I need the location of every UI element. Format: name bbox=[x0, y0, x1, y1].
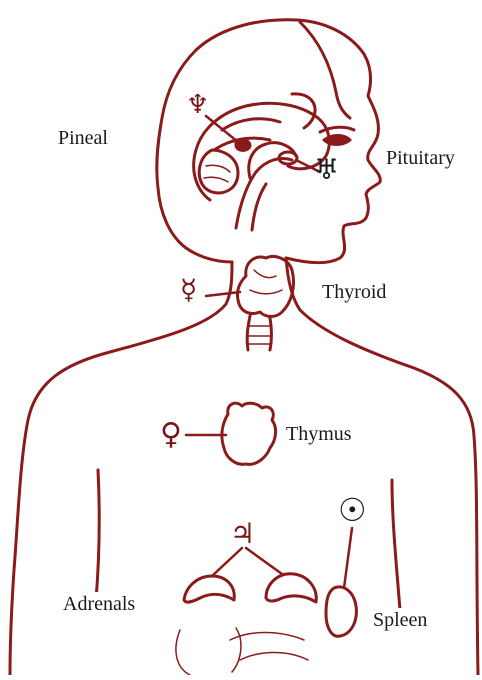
thyroid-gland bbox=[237, 257, 293, 317]
adrenal-right bbox=[266, 574, 316, 602]
jupiter-icon: ♃ bbox=[230, 520, 255, 548]
adrenal-left bbox=[184, 576, 234, 602]
spleen-organ bbox=[326, 587, 356, 636]
cerebellum bbox=[199, 150, 238, 193]
sun-connector bbox=[344, 528, 352, 588]
thymus-gland bbox=[222, 403, 276, 464]
uranus-icon: ♅ bbox=[314, 156, 339, 184]
thyroid-label: Thyroid bbox=[322, 282, 386, 302]
jupiter-connector-right bbox=[246, 548, 282, 574]
thymus-label: Thymus bbox=[286, 424, 352, 444]
pituitary-label: Pituitary bbox=[386, 148, 455, 168]
jupiter-connector-left bbox=[212, 548, 242, 576]
pineal-label: Pineal bbox=[58, 128, 108, 148]
venus-icon: ♀ bbox=[160, 420, 182, 450]
neptune-icon: ♆ bbox=[186, 92, 209, 118]
sun-icon: ☉ bbox=[338, 494, 367, 526]
neptune-connector bbox=[206, 116, 238, 142]
mercury-icon: ☿ bbox=[180, 276, 197, 304]
adrenals-label: Adrenals bbox=[60, 592, 138, 616]
mercury-connector bbox=[206, 292, 240, 296]
spleen-label: Spleen bbox=[370, 608, 430, 632]
